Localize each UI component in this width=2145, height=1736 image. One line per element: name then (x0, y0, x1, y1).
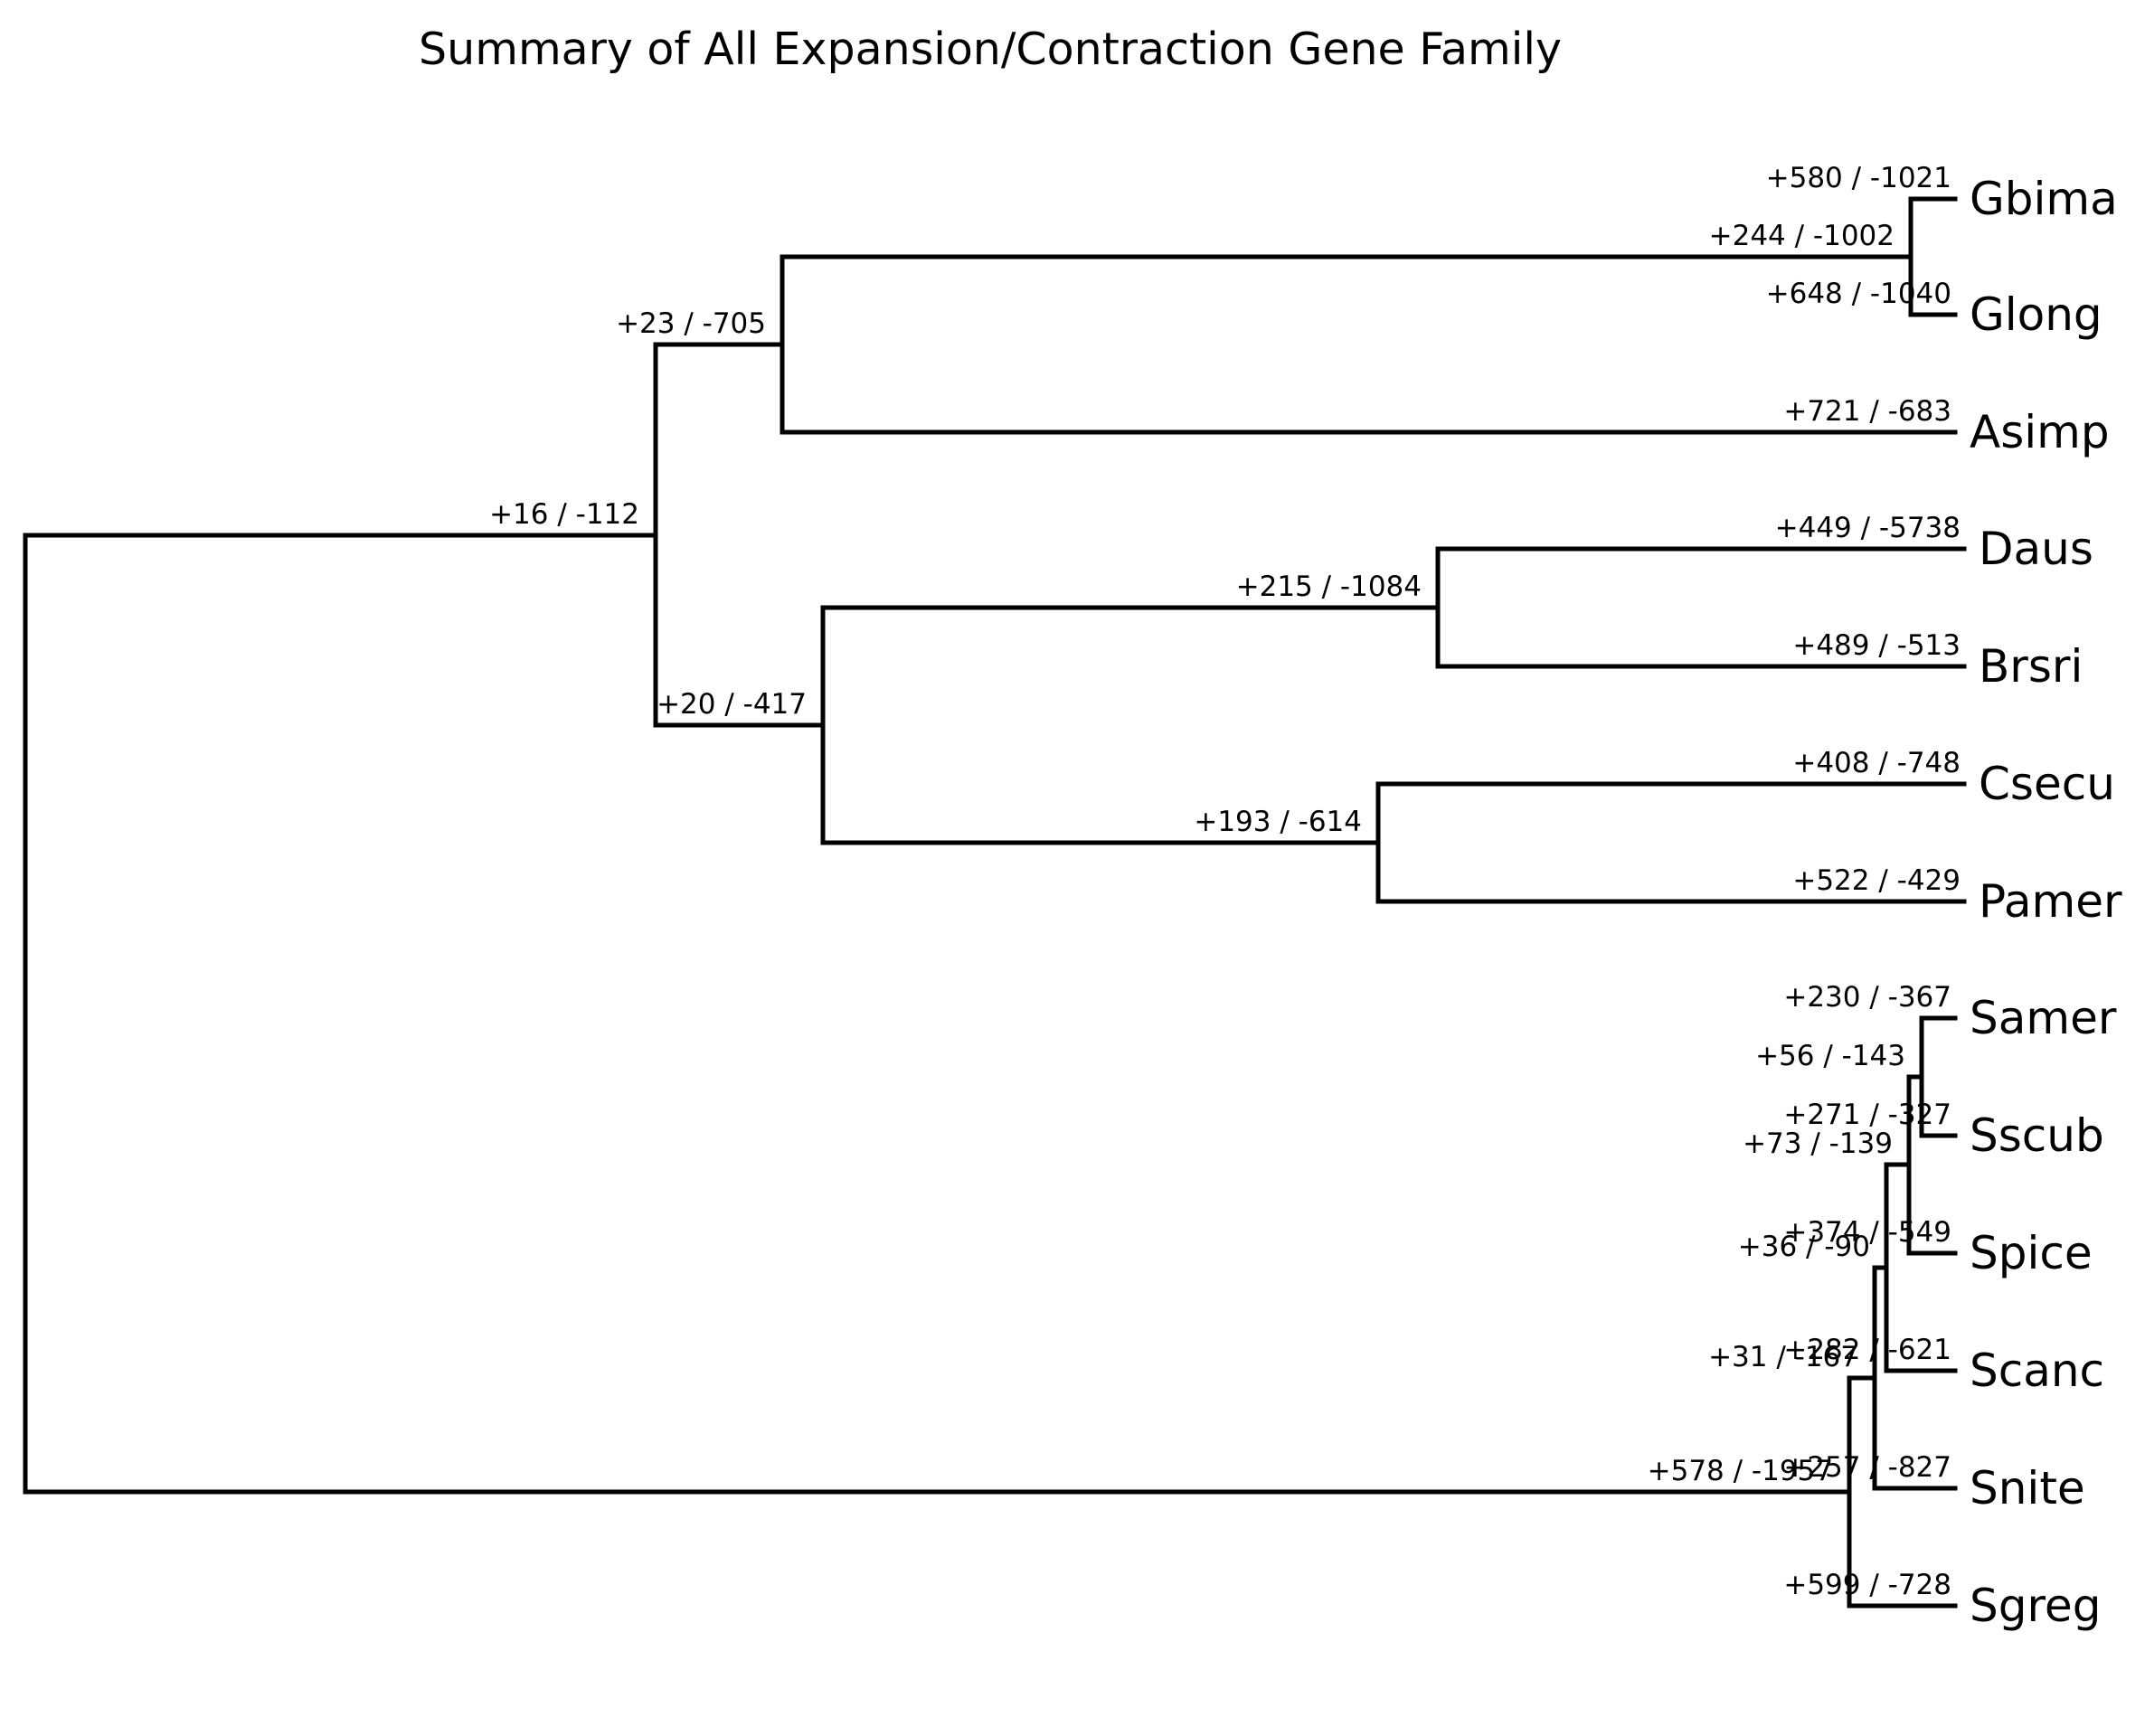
tip-name-sgreg: Sgreg (1970, 1580, 2101, 1632)
tip-name-spice: Spice (1970, 1227, 2093, 1279)
tip-name-snite: Snite (1970, 1462, 2085, 1514)
tip-branch-label-sscub: +271 / -327 (1783, 1099, 1951, 1131)
tip-name-gbima: Gbima (1970, 173, 2118, 225)
internal-branch-label-daus-pamer-clade: +20 / -417 (657, 688, 807, 721)
internal-branch-label-gbima-glong-asimp: +23 / -705 (616, 307, 766, 340)
tip-branch-label-daus: +449 / -5738 (1775, 512, 1961, 544)
tip-branch-label-samer: +230 / -367 (1783, 981, 1951, 1014)
tip-name-asimp: Asimp (1970, 406, 2110, 458)
tip-branch-label-glong: +648 / -1040 (1766, 278, 1951, 310)
internal-branch-label-csecu-pamer: +193 / -614 (1194, 806, 1362, 838)
tip-branch-label-gbima: +580 / -1021 (1766, 162, 1951, 194)
tip-name-samer: Samer (1970, 992, 2117, 1044)
tip-name-brsri: Brsri (1979, 640, 2083, 693)
tip-branch-label-brsri: +489 / -513 (1792, 629, 1961, 662)
tip-branch-label-scanc: +282 / -621 (1783, 1334, 1951, 1366)
tip-branch-label-csecu: +408 / -748 (1792, 747, 1961, 779)
tip-branch-label-sgreg: +599 / -728 (1783, 1569, 1951, 1601)
tip-name-csecu: Csecu (1979, 758, 2115, 810)
tip-name-sscub: Sscub (1970, 1109, 2104, 1162)
internal-branch-label-samer-sscub: +56 / -143 (1755, 1040, 1905, 1072)
internal-branch-label-plus-scanc: +36 / -90 (1738, 1231, 1870, 1263)
internal-branch-label-gbima-glong: +244 / -1002 (1709, 220, 1895, 252)
tip-branch-label-asimp: +721 / -683 (1783, 395, 1951, 428)
tip-branch-label-snite: +257 / -827 (1783, 1451, 1951, 1484)
tip-name-daus: Daus (1979, 523, 2093, 575)
tip-branch-label-pamer: +522 / -429 (1792, 864, 1961, 897)
tip-branch-label-spice: +374 / -549 (1783, 1216, 1951, 1249)
tip-name-glong: Glong (1970, 288, 2102, 341)
tip-name-pamer: Pamer (1979, 875, 2122, 928)
internal-branch-label-daus-brsri: +215 / -1084 (1236, 571, 1422, 603)
internal-branch-label-plus-spice: +73 / -139 (1743, 1127, 1893, 1160)
internal-branch-label-plus-snite: +31 / -167 (1708, 1341, 1858, 1373)
tip-name-scanc: Scanc (1970, 1344, 2104, 1397)
plot-title: Summary of All Expansion/Contraction Gen… (419, 24, 1562, 75)
internal-branch-label-lower-clade: +578 / -1957 (1648, 1455, 1833, 1487)
internal-branch-label-upper-clade: +16 / -112 (489, 498, 639, 531)
